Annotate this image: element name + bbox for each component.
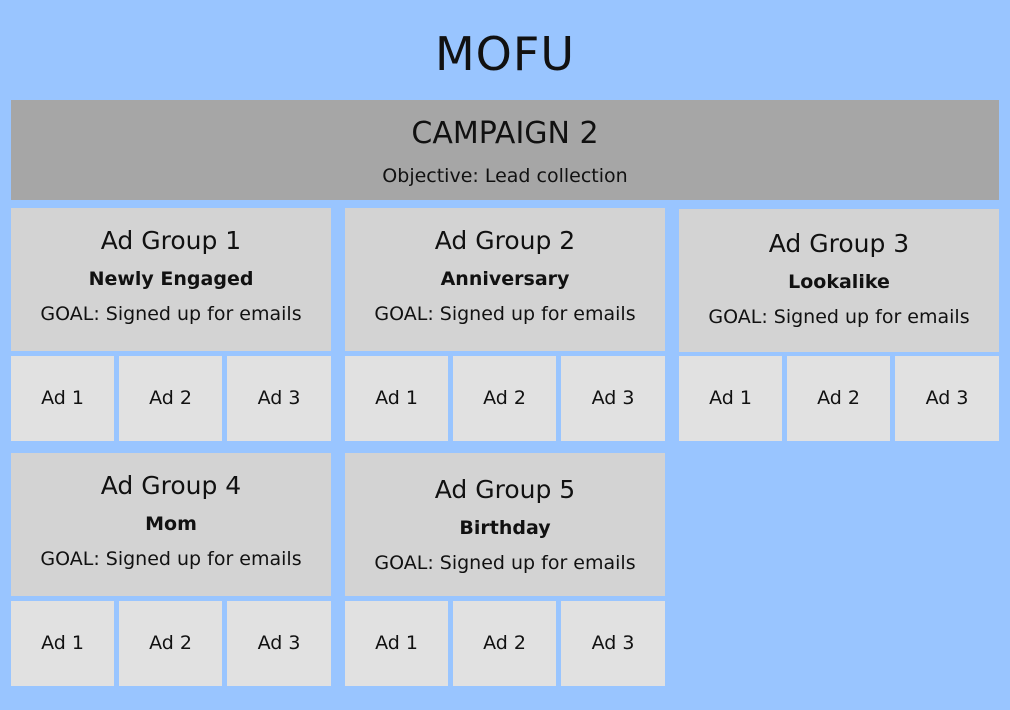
ad-box: Ad 1: [345, 601, 448, 686]
ad-group-name: Ad Group 1: [100, 226, 242, 255]
ad-group-header: Ad Group 2 Anniversary GOAL: Signed up f…: [345, 208, 665, 351]
ad-box: Ad 2: [787, 356, 890, 441]
ad-group-audience: Birthday: [459, 517, 551, 539]
ad-box: Ad 1: [11, 601, 114, 686]
ad-box: Ad 1: [679, 356, 782, 441]
ad-group-header: Ad Group 1 Newly Engaged GOAL: Signed up…: [11, 208, 331, 351]
ad-group-goal: GOAL: Signed up for emails: [40, 303, 302, 325]
ad-box: Ad 3: [227, 601, 331, 686]
ad-group-audience: Mom: [145, 513, 197, 535]
ad-group-goal: GOAL: Signed up for emails: [374, 552, 636, 574]
ad-box: Ad 1: [345, 356, 448, 441]
ad-box: Ad 2: [453, 601, 556, 686]
ad-box: Ad 1: [11, 356, 114, 441]
campaign-name: CAMPAIGN 2: [411, 116, 599, 151]
ad-box: Ad 2: [119, 356, 222, 441]
ad-box: Ad 3: [561, 356, 665, 441]
ad-group-name: Ad Group 2: [434, 226, 576, 255]
ad-group-name: Ad Group 3: [768, 229, 910, 258]
ad-group-header: Ad Group 3 Lookalike GOAL: Signed up for…: [679, 209, 999, 352]
ad-group-audience: Newly Engaged: [88, 268, 254, 290]
ad-group-name: Ad Group 5: [434, 475, 576, 504]
ad-group-goal: GOAL: Signed up for emails: [374, 303, 636, 325]
ad-group-audience: Anniversary: [440, 268, 570, 290]
ad-group-audience: Lookalike: [788, 271, 890, 293]
ad-group-header: Ad Group 5 Birthday GOAL: Signed up for …: [345, 453, 665, 596]
page-title: MOFU: [434, 27, 576, 81]
ad-box: Ad 2: [453, 356, 556, 441]
ad-box: Ad 2: [119, 601, 222, 686]
campaign-objective: Objective: Lead collection: [382, 165, 628, 187]
ad-box: Ad 3: [227, 356, 331, 441]
ad-box: Ad 3: [561, 601, 665, 686]
campaign-header: CAMPAIGN 2 Objective: Lead collection: [11, 100, 999, 200]
ad-group-name: Ad Group 4: [100, 471, 242, 500]
ad-group-header: Ad Group 4 Mom GOAL: Signed up for email…: [11, 453, 331, 596]
ad-group-goal: GOAL: Signed up for emails: [708, 306, 970, 328]
ad-group-goal: GOAL: Signed up for emails: [40, 548, 302, 570]
ad-box: Ad 3: [895, 356, 999, 441]
